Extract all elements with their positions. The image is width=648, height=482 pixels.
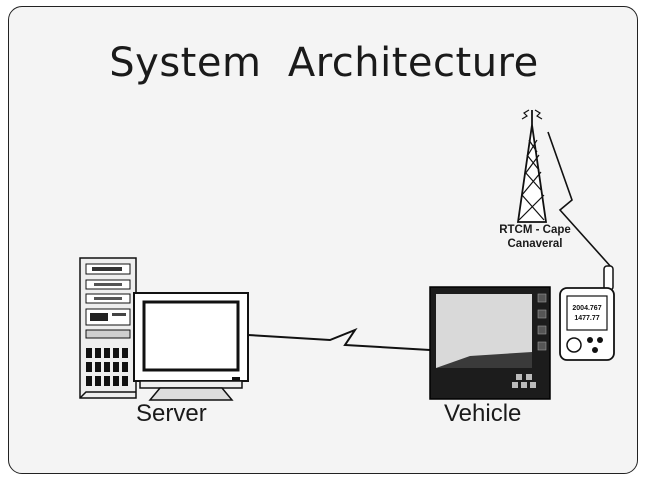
vehicle-label: Vehicle xyxy=(444,400,522,427)
radio-tower-icon xyxy=(516,109,613,269)
wireless-link-icon xyxy=(247,327,431,351)
rtcm-label-line1: RTCM - Cape xyxy=(499,224,571,236)
gps-receiver-icon: 2004.767 1477.77 xyxy=(559,265,615,361)
receiver-readout-line2: 1477.77 xyxy=(574,315,599,322)
rtcm-label-line2: Canaveral xyxy=(507,238,563,250)
monitor-icon xyxy=(133,292,249,401)
receiver-readout-line1: 2004.767 xyxy=(572,305,601,312)
vehicle-display-icon xyxy=(429,286,551,400)
server-label: Server xyxy=(136,400,207,427)
server-tower-icon xyxy=(79,257,137,399)
slide-title: System Architecture xyxy=(109,40,539,86)
rtcm-label: RTCM - Cape Canaveral xyxy=(480,223,590,251)
